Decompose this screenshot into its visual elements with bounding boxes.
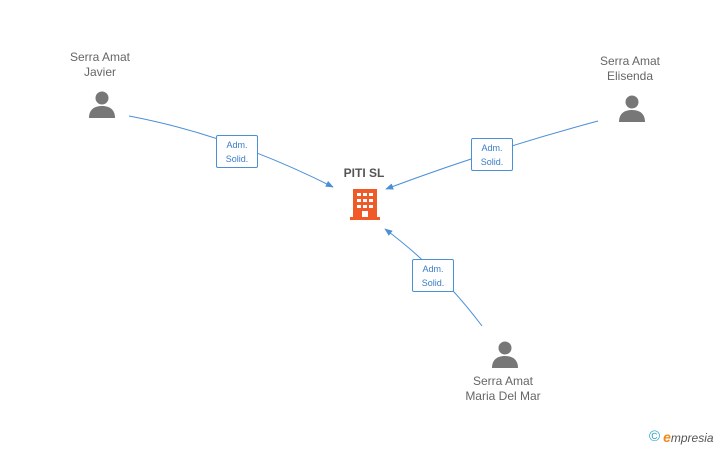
person-name-elisenda: Serra Amat Elisenda [599, 54, 661, 83]
person-icon[interactable] [490, 340, 520, 368]
relation-label-elisenda[interactable]: Adm. Solid. [471, 138, 513, 171]
building-icon[interactable] [349, 186, 381, 222]
copyright-symbol: © [649, 428, 661, 445]
person-icon[interactable] [617, 94, 647, 122]
person-name-mariadelmar: Serra Amat Maria Del Mar [465, 374, 541, 403]
brand-logo: empresia [663, 428, 714, 445]
empresia-watermark: © empresia [649, 428, 714, 445]
person-name-javier: Serra Amat Javier [69, 50, 131, 79]
relation-label-javier[interactable]: Adm. Solid. [216, 135, 258, 168]
person-icon[interactable] [87, 90, 117, 118]
company-name[interactable]: PITI SL [343, 166, 385, 180]
relation-label-mariadelmar[interactable]: Adm. Solid. [412, 259, 454, 292]
